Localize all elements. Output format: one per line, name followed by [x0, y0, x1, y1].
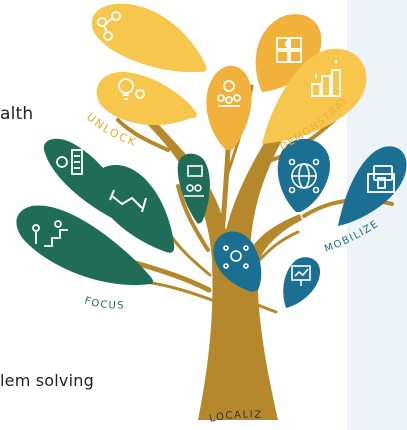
leaf-lightbulb-gears: [96, 71, 197, 126]
handshake-icon: [109, 189, 147, 213]
text-fragment-top: alth: [0, 104, 34, 124]
presentation-icon: [291, 265, 311, 286]
leaf-people-network: [91, 3, 207, 73]
leaf-globe-people: [277, 138, 330, 212]
people-network-icon: [97, 11, 121, 41]
climb-steps-icon: [32, 220, 68, 247]
gear-network-icon: [223, 245, 249, 269]
globe-people-icon: [288, 158, 320, 194]
gear-checklist-icon: [56, 149, 83, 175]
leaf-team-chart: [177, 153, 210, 224]
leaf-climb-steps: [16, 205, 153, 286]
leaf-growth-steps: [262, 48, 367, 144]
leaf-gear-network: [213, 231, 262, 292]
team-chart-icon: [184, 165, 204, 197]
growth-steps-icon: [311, 60, 341, 97]
leaf-presentation: [283, 257, 320, 308]
leaf-folder-mobile: [338, 146, 407, 226]
lightbulb-gears-icon: [118, 78, 145, 100]
label-focus: FOCUS: [83, 295, 125, 311]
leaf-handshake: [93, 164, 175, 253]
text-fragment-bottom: lem solving: [0, 371, 94, 390]
team-gears-icon: [217, 80, 241, 107]
label-mobilize: MOBILIZE: [323, 218, 381, 254]
puzzle-icon: [276, 37, 302, 63]
folder-mobile-icon: [367, 165, 395, 193]
leaf-team-gears: [206, 65, 252, 150]
